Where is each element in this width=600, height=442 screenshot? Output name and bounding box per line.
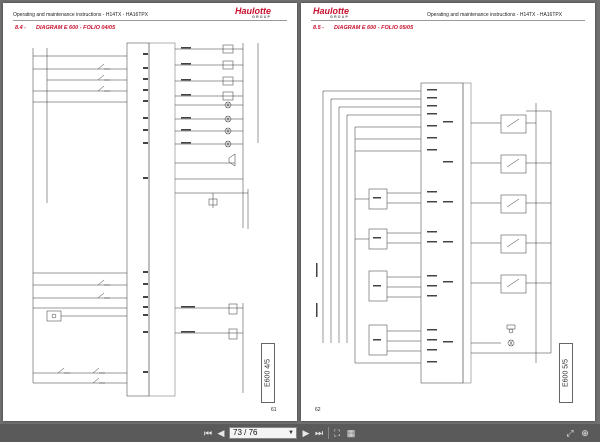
header-rule xyxy=(13,20,287,21)
page-selector[interactable]: 73 / 76 ▼ xyxy=(229,427,297,439)
fullscreen-icon[interactable]: ⤢ xyxy=(566,428,574,438)
haulotte-logo: Haulotte GROUP xyxy=(313,6,349,20)
viewer-toolbar: ⏮ ◀ 73 / 76 ▼ ▶ ⏭ ⛶ ▦ ⤢ ⊕ xyxy=(0,424,600,442)
folio-label: E600 4/5 xyxy=(261,343,275,403)
chevron-down-icon: ▼ xyxy=(288,430,294,436)
folio-label: E600 5/5 xyxy=(559,343,573,403)
wiring-diagram-left xyxy=(32,42,259,397)
toolbar-separator xyxy=(328,427,329,439)
zoom-icon[interactable]: ⊕ xyxy=(581,428,589,438)
next-page-icon[interactable]: ▶ xyxy=(302,428,310,438)
page-number: 61 xyxy=(271,407,277,413)
left-page: Operating and maintenance instructions -… xyxy=(3,3,297,421)
header-rule xyxy=(311,20,585,21)
last-page-icon[interactable]: ⏭ xyxy=(314,428,324,438)
fit-page-icon[interactable]: ⛶ xyxy=(333,428,341,438)
section-title: 8.4 -DIAGRAM E 600 - FOLIO 04/05 xyxy=(15,25,116,31)
two-page-view-icon[interactable]: ▦ xyxy=(346,428,356,438)
right-page: Haulotte GROUP Operating and maintenance… xyxy=(301,3,595,421)
page-header: Operating and maintenance instructions -… xyxy=(13,12,149,18)
previous-page-icon[interactable]: ◀ xyxy=(217,428,225,438)
page-number: 62 xyxy=(315,407,321,413)
wiring-diagram-right xyxy=(316,82,552,384)
page-header: Operating and maintenance instructions -… xyxy=(427,12,563,18)
first-page-icon[interactable]: ⏮ xyxy=(203,428,213,438)
section-title: 8.5 -DIAGRAM E 600 - FOLIO 05/05 xyxy=(313,25,414,31)
haulotte-logo: Haulotte GROUP xyxy=(235,6,271,20)
